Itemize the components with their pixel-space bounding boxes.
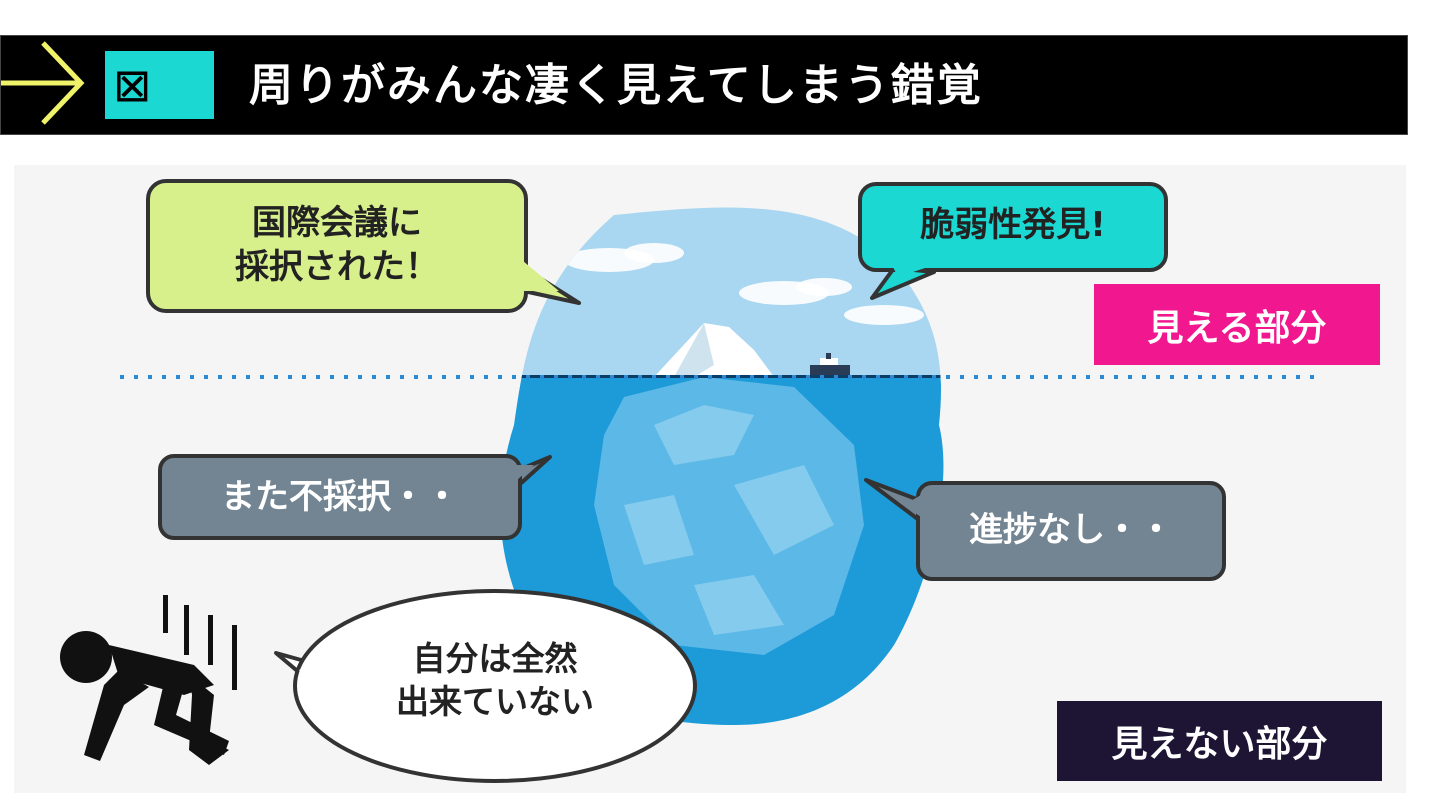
arrow-right-icon xyxy=(1,41,85,125)
bubble-rejected-text: また不採択・・ xyxy=(221,477,459,517)
page-title: 周りがみんな凄く見えてしまう錯覚 xyxy=(249,60,983,111)
invisible-part-label: 見えない部分 xyxy=(1057,701,1382,781)
bubble-vuln-text: 脆弱性発見! xyxy=(920,205,1106,245)
bubble-intl-conf-line1: 国際会議に xyxy=(252,203,422,243)
section-badge: ⊠ xyxy=(105,51,214,119)
bubble-vuln xyxy=(858,182,1168,300)
bubble-self xyxy=(274,589,697,783)
bubble-self-text: 自分は全然 出来ていない xyxy=(340,638,650,724)
bubble-self-line2: 出来ていない xyxy=(396,681,594,721)
visible-part-label: 見える部分 xyxy=(1094,284,1380,365)
bubble-rejected xyxy=(158,454,552,540)
bubble-no-progress xyxy=(864,478,1226,581)
dejected-person-icon xyxy=(60,595,237,765)
bubble-self-line1: 自分は全然 xyxy=(412,639,578,678)
bubble-no-progress-text: 進捗なし・・ xyxy=(969,510,1173,550)
iceberg-scene xyxy=(60,179,1314,783)
bubble-intl-conf-line2: 採択された！ xyxy=(235,247,439,288)
ship-icon xyxy=(810,353,850,375)
checkbox-icon: ⊠ xyxy=(113,58,152,112)
bubble-intl-conf xyxy=(146,179,581,313)
illustration-panel: 国際会議に 採択された！ 脆弱性発見! また不採択・・ 進捗なし・・ 自分は全然… xyxy=(14,165,1406,793)
bubble-intl-conf-text: 国際会議に 採択された！ xyxy=(148,201,526,289)
iceberg-illustration xyxy=(500,207,944,725)
title-bar: ⊠ 周りがみんな凄く見えてしまう錯覚 xyxy=(0,35,1408,135)
